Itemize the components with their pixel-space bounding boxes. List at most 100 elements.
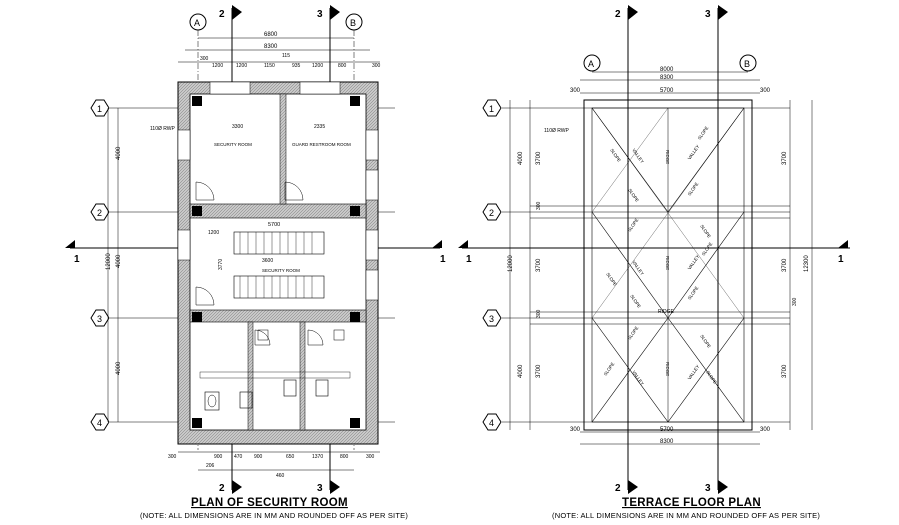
- bottom-dimensions: 300 900 470 900 650 1370 800 300 206 460: [168, 451, 380, 479]
- roof-labels: SLOPE VALLEY RIDGE VALLEY SLOPE SLOPE SL…: [544, 125, 718, 386]
- top-sub-dim-4: 1150: [264, 63, 275, 69]
- pipe-label-left: 110Ø RWP: [150, 126, 175, 132]
- roof-outline: [583, 99, 753, 431]
- left-dim-4000-c: 4000: [116, 361, 122, 375]
- terrace-left-dim-7: 4000: [518, 364, 524, 378]
- grid-bubble-4: 4: [97, 418, 102, 428]
- terrace-bottom-dim-5700: 5700: [660, 427, 674, 433]
- section-mark-2-top: 2: [219, 9, 225, 20]
- terrace-section-mark-1-right: 1: [838, 254, 844, 265]
- terrace-left-dim-2: 3700: [536, 151, 542, 165]
- section-mark-1-right: 1: [440, 254, 446, 265]
- roof-slope-label-13: SLOPE: [603, 361, 616, 376]
- bottom-dim-9: 206: [206, 463, 215, 469]
- roof-slope-label-14: SLOPE: [705, 370, 718, 385]
- terrace-right-dim-3: 3700: [782, 364, 788, 378]
- bottom-dim-2: 900: [214, 454, 223, 460]
- terrace-grid-bubble-1: 1: [489, 104, 494, 114]
- grid-bubble-2: 2: [97, 208, 102, 218]
- terrace-grid-bubble-3: 3: [489, 314, 494, 324]
- section-mark-3-bottom: 3: [317, 483, 323, 494]
- top-sub-dim-1: 300: [200, 56, 209, 62]
- bottom-dim-8: 300: [366, 454, 375, 460]
- top-sub-dim-5: 935: [292, 63, 301, 69]
- terrace-grid-bubble-a: A: [588, 59, 594, 69]
- top-sub-dim-3: 1200: [236, 63, 247, 69]
- roof-slope-label-7: SLOPE: [605, 272, 618, 287]
- security-room-plan: 1 1 2 3 2 3 A B 1 2 3 4: [65, 5, 446, 520]
- roof-valley-label-2: VALLEY: [687, 144, 701, 161]
- roof-valley-label-6: VALLEY: [687, 364, 701, 381]
- roof-slope-label-6: SLOPE: [699, 224, 712, 239]
- terrace-bottom-dim-8300: 8300: [660, 439, 674, 445]
- terrace-left-dim-4: 3700: [536, 258, 542, 272]
- roof-slope-label-5: SLOPE: [627, 217, 640, 232]
- terrace-top-dim-300-b: 300: [760, 88, 771, 94]
- roof-valley-label-3: VALLEY: [631, 260, 645, 277]
- top-sub-dim-7: 800: [338, 63, 347, 69]
- grid-bubble-1: 1: [97, 104, 102, 114]
- bottom-dim-5: 650: [286, 454, 295, 460]
- bottom-dim-10: 460: [276, 473, 285, 479]
- terrace-left-dim-12000: 12000: [508, 255, 514, 272]
- doors: [195, 181, 324, 346]
- terrace-top-dim-300-a: 300: [570, 88, 581, 94]
- terrace-note: (NOTE: ALL DIMENSIONS ARE IN MM AND ROUN…: [552, 511, 820, 520]
- section-mark-2-bottom: 2: [219, 483, 225, 494]
- terrace-title: TERRACE FLOOR PLAN: [622, 497, 761, 509]
- bottom-dim-7: 800: [340, 454, 349, 460]
- terrace-left-dim-3: 300: [536, 201, 542, 210]
- left-dim-4000-a: 4000: [116, 146, 122, 160]
- terrace-grid-bubble-4: 4: [489, 418, 494, 428]
- roof-ridge-label-3: RIDGE: [665, 362, 670, 376]
- room-dim-2335: 2335: [314, 124, 325, 130]
- terrace-left-dim-6: 3700: [536, 364, 542, 378]
- terrace-section-mark-2-top: 2: [615, 9, 621, 20]
- terrace-top-dim-8000: 8000: [660, 67, 674, 73]
- terrace-right-dim-300: 300: [792, 297, 798, 306]
- terrace-right-dim-12300: 12300: [804, 255, 810, 272]
- room-dim-5700: 5700: [268, 222, 280, 228]
- terrace-floor-plan: 1 1 2 3 2 3 A B 1 2 3 4: [458, 5, 850, 520]
- section-mark-1-left: 1: [74, 254, 80, 265]
- room-dim-3770: 3770: [218, 259, 224, 270]
- terrace-left-dimensions: 4000 3700 300 3700 300 3700 4000 12000: [508, 100, 542, 430]
- bottom-dim-3: 470: [234, 454, 243, 460]
- terrace-section-mark-1-left: 1: [466, 254, 472, 265]
- roof-ridge-main-label: RIDGE: [658, 309, 675, 315]
- roof-slope-label-11: SLOPE: [627, 325, 640, 340]
- terrace-top-dimensions: 8000 8300 300 5700 300: [570, 67, 771, 94]
- roof-valley-label-5: VALLEY: [631, 370, 645, 387]
- left-dim-12000: 12000: [106, 253, 112, 270]
- top-dim-6800: 6800: [264, 32, 278, 38]
- roof-slope-label-2: SLOPE: [697, 125, 710, 140]
- terrace-right-dim-1: 3700: [782, 151, 788, 165]
- top-dim-115: 115: [282, 53, 290, 59]
- terrace-grid-bubble-b: B: [744, 59, 750, 69]
- room-dim-1200: 1200: [208, 230, 219, 236]
- terrace-bottom-dim-300-a: 300: [570, 427, 581, 433]
- terrace-bottom-dimensions: 300 5700 300 8300: [570, 427, 771, 445]
- room-dim-3600: 3600: [262, 258, 273, 264]
- top-sub-dim-2: 1200: [212, 63, 223, 69]
- top-dimensions: 6800 8300 115 300 1200 1200 1150 935 120…: [178, 32, 381, 69]
- roof-valley-label-1: VALLEY: [631, 148, 645, 165]
- security-room-title: PLAN OF SECURITY ROOM: [191, 497, 348, 509]
- top-dim-8300: 8300: [264, 44, 278, 50]
- bottom-dim-1: 300: [168, 454, 177, 460]
- terrace-left-dim-5: 300: [536, 309, 542, 318]
- roof-valley-label-4: VALLEY: [687, 254, 701, 271]
- toilet-fixtures: [199, 329, 351, 411]
- roof-slope-label-10: SLOPE: [687, 285, 700, 300]
- security-room-note: (NOTE: ALL DIMENSIONS ARE IN MM AND ROUN…: [140, 511, 408, 520]
- bottom-dim-4: 900: [254, 454, 263, 460]
- room-label-guard: GUARD RESTROOM ROOM: [292, 142, 351, 147]
- terrace-bottom-dim-300-b: 300: [760, 427, 771, 433]
- terrace-section-mark-3-top: 3: [705, 9, 711, 20]
- roof-ridge-label-1: RIDGE: [665, 150, 670, 164]
- left-dimensions: 4000 4000 4000 12000: [106, 108, 122, 422]
- terrace-right-dim-2: 3700: [782, 258, 788, 272]
- left-dim-4000-b: 4000: [116, 254, 122, 268]
- section-mark-3-top: 3: [317, 9, 323, 20]
